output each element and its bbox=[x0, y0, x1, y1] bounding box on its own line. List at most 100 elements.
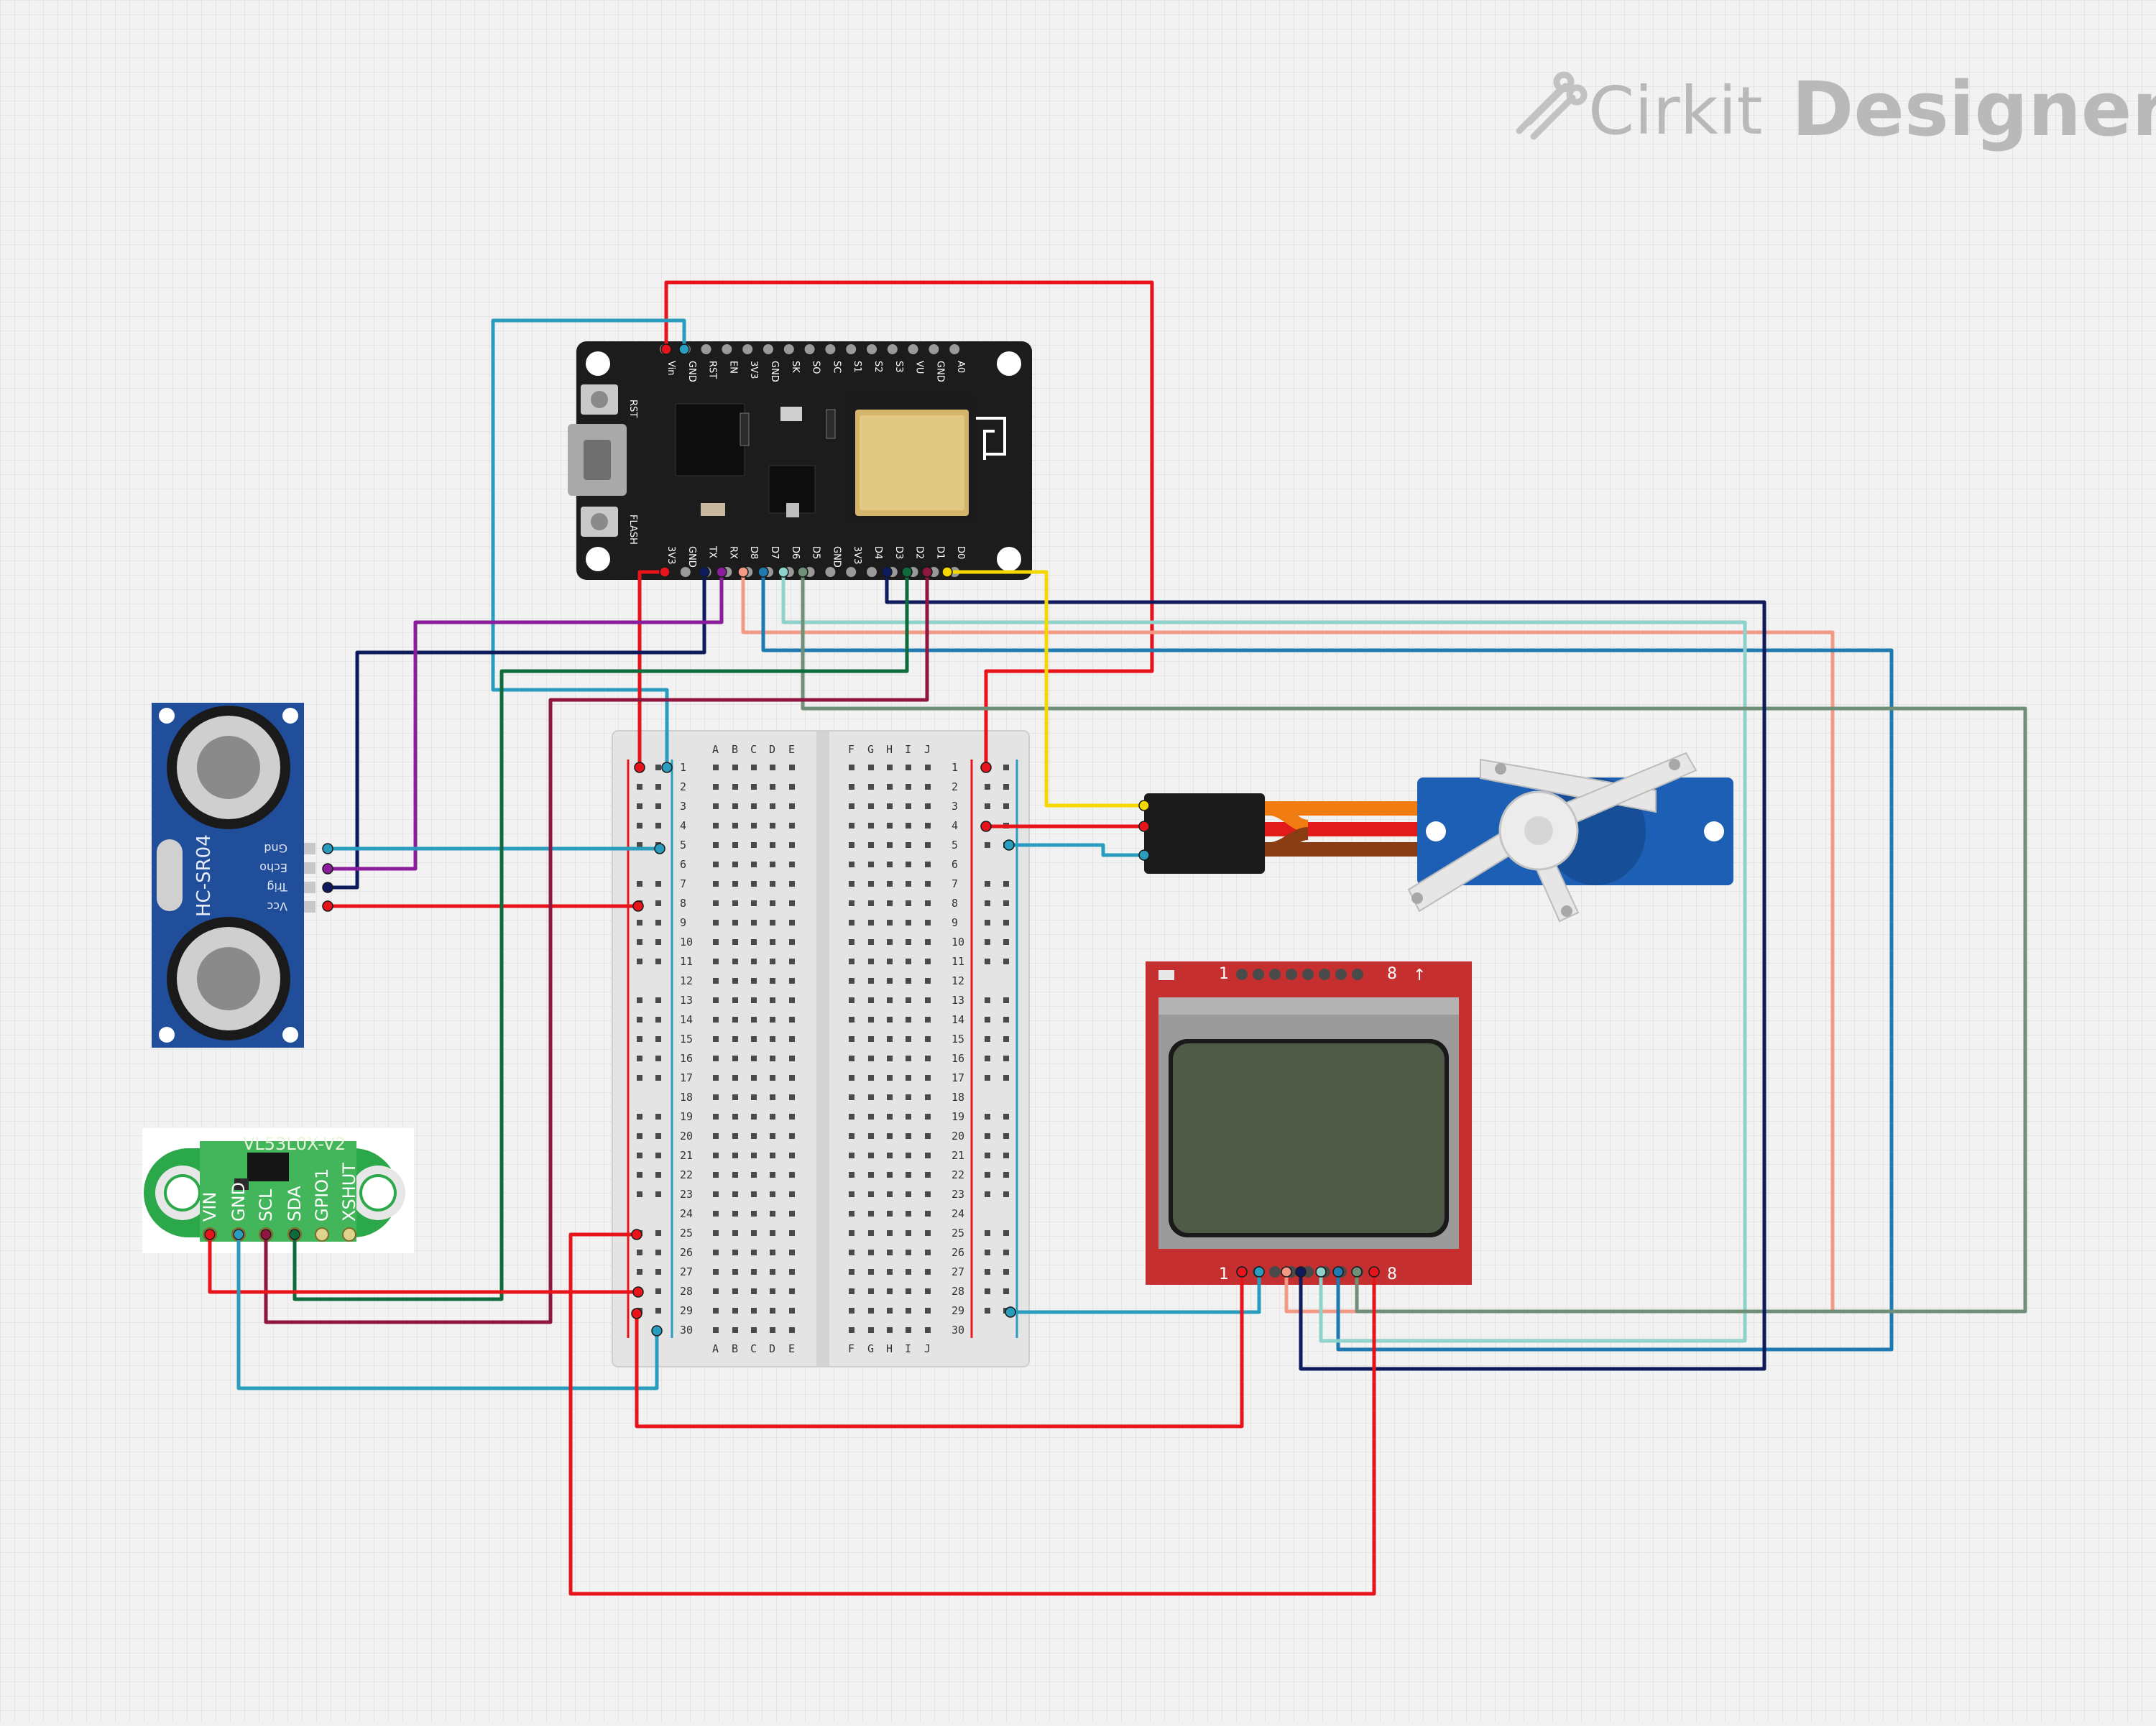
rail-hole[interactable] bbox=[985, 1153, 990, 1158]
breadboard-hole[interactable] bbox=[751, 1288, 757, 1294]
wire-endpoint[interactable] bbox=[757, 566, 769, 578]
breadboard-hole[interactable] bbox=[713, 881, 719, 887]
breadboard-hole[interactable] bbox=[732, 920, 738, 926]
breadboard-hole[interactable] bbox=[906, 881, 911, 887]
nodemcu-top-pin[interactable] bbox=[929, 344, 939, 354]
servo-motor[interactable] bbox=[1144, 752, 1733, 923]
rail-hole[interactable] bbox=[655, 1056, 661, 1061]
hcsr04-pin[interactable] bbox=[304, 843, 315, 854]
rail-hole[interactable] bbox=[1003, 1269, 1009, 1275]
breadboard-hole[interactable] bbox=[887, 1133, 893, 1139]
breadboard-hole[interactable] bbox=[789, 1269, 795, 1275]
breadboard-hole[interactable] bbox=[887, 959, 893, 964]
lcd-top-pin[interactable] bbox=[1286, 969, 1297, 980]
wire-endpoint[interactable] bbox=[661, 762, 673, 773]
breadboard-hole[interactable] bbox=[887, 823, 893, 829]
breadboard-hole[interactable] bbox=[751, 1211, 757, 1217]
breadboard-hole[interactable] bbox=[751, 881, 757, 887]
hcsr04-pin[interactable] bbox=[304, 862, 315, 874]
nodemcu-bottom-pin[interactable] bbox=[680, 567, 691, 577]
breadboard-hole[interactable] bbox=[868, 881, 874, 887]
wire-d5-to-lcd[interactable] bbox=[801, 570, 2027, 1314]
breadboard-hole[interactable] bbox=[713, 765, 719, 770]
breadboard-hole[interactable] bbox=[789, 1133, 795, 1139]
breadboard-hole[interactable] bbox=[925, 959, 931, 964]
rail-hole[interactable] bbox=[1003, 1191, 1009, 1197]
wire-endpoint[interactable] bbox=[660, 343, 672, 355]
nodemcu-top-pin[interactable] bbox=[722, 344, 732, 354]
breadboard-hole[interactable] bbox=[751, 959, 757, 964]
breadboard-hole[interactable] bbox=[925, 1075, 931, 1081]
breadboard-hole[interactable] bbox=[732, 881, 738, 887]
breadboard-hole[interactable] bbox=[868, 842, 874, 848]
breadboard-hole[interactable] bbox=[887, 862, 893, 867]
breadboard-hole[interactable] bbox=[868, 862, 874, 867]
breadboard-hole[interactable] bbox=[732, 862, 738, 867]
breadboard-hole[interactable] bbox=[789, 784, 795, 790]
breadboard-hole[interactable] bbox=[770, 1056, 775, 1061]
breadboard-hole[interactable] bbox=[849, 997, 854, 1003]
breadboard-hole[interactable] bbox=[925, 1172, 931, 1178]
breadboard-hole[interactable] bbox=[906, 1114, 911, 1120]
wire-endpoint[interactable] bbox=[1351, 1266, 1363, 1278]
breadboard-hole[interactable] bbox=[849, 1075, 854, 1081]
nodemcu-top-pin[interactable] bbox=[908, 344, 918, 354]
breadboard-hole[interactable] bbox=[925, 939, 931, 945]
wire-endpoint[interactable] bbox=[941, 566, 953, 578]
wire-d6-to-lcd[interactable] bbox=[781, 570, 1747, 1343]
breadboard-hole[interactable] bbox=[713, 1327, 719, 1333]
breadboard-hole[interactable] bbox=[732, 939, 738, 945]
breadboard-hole[interactable] bbox=[906, 1094, 911, 1100]
breadboard-hole[interactable] bbox=[868, 1269, 874, 1275]
rail-hole[interactable] bbox=[655, 823, 661, 829]
servo-horn[interactable] bbox=[1407, 752, 1697, 923]
wire-endpoint[interactable] bbox=[659, 566, 671, 578]
breadboard-hole[interactable] bbox=[789, 881, 795, 887]
breadboard-hole[interactable] bbox=[713, 900, 719, 906]
rail-hole[interactable] bbox=[637, 1075, 642, 1081]
rail-hole[interactable] bbox=[985, 1269, 990, 1275]
wire-endpoint[interactable] bbox=[204, 1229, 216, 1240]
breadboard-hole[interactable] bbox=[751, 1114, 757, 1120]
breadboard-hole[interactable] bbox=[770, 1114, 775, 1120]
wire-endpoint[interactable] bbox=[1003, 839, 1015, 851]
breadboard-hole[interactable] bbox=[751, 1269, 757, 1275]
breadboard-hole[interactable] bbox=[789, 803, 795, 809]
breadboard-hole[interactable] bbox=[789, 1017, 795, 1023]
breadboard-hole[interactable] bbox=[906, 1133, 911, 1139]
breadboard-hole[interactable] bbox=[868, 1250, 874, 1255]
nokia-5110-lcd[interactable]: 1 8 ↑ 1 8 bbox=[1146, 961, 1472, 1285]
rail-hole[interactable] bbox=[637, 1036, 642, 1042]
wire-endpoint[interactable] bbox=[1368, 1266, 1380, 1278]
breadboard-hole[interactable] bbox=[849, 1056, 854, 1061]
breadboard-hole[interactable] bbox=[713, 959, 719, 964]
lcd-top-pin[interactable] bbox=[1269, 969, 1281, 980]
breadboard-hole[interactable] bbox=[732, 1230, 738, 1236]
breadboard-hole[interactable] bbox=[732, 1288, 738, 1294]
rail-hole[interactable] bbox=[1003, 1153, 1009, 1158]
breadboard-hole[interactable] bbox=[925, 1308, 931, 1314]
breadboard-hole[interactable] bbox=[925, 803, 931, 809]
rail-hole[interactable] bbox=[985, 1075, 990, 1081]
breadboard-hole[interactable] bbox=[751, 823, 757, 829]
rail-hole[interactable] bbox=[637, 1133, 642, 1139]
breadboard-hole[interactable] bbox=[868, 1056, 874, 1061]
rail-hole[interactable] bbox=[637, 1269, 642, 1275]
lcd-top-pin[interactable] bbox=[1352, 969, 1363, 980]
vl53l0x-pin[interactable] bbox=[315, 1227, 329, 1242]
wire-d8-to-lcd[interactable] bbox=[741, 570, 1835, 1314]
breadboard-hole[interactable] bbox=[925, 900, 931, 906]
breadboard-hole[interactable] bbox=[887, 920, 893, 926]
rail-hole[interactable] bbox=[985, 1288, 990, 1294]
breadboard-hole[interactable] bbox=[849, 1094, 854, 1100]
wire-lcd-light-to-rail[interactable] bbox=[568, 1232, 1376, 1596]
breadboard-hole[interactable] bbox=[906, 1172, 911, 1178]
rail-hole[interactable] bbox=[655, 1114, 661, 1120]
rail-hole[interactable] bbox=[985, 939, 990, 945]
rail-hole[interactable] bbox=[655, 1230, 661, 1236]
wire-endpoint[interactable] bbox=[980, 762, 992, 773]
breadboard-hole[interactable] bbox=[770, 978, 775, 984]
breadboard-hole[interactable] bbox=[751, 1250, 757, 1255]
breadboard-hole[interactable] bbox=[732, 1191, 738, 1197]
breadboard-hole[interactable] bbox=[849, 1230, 854, 1236]
